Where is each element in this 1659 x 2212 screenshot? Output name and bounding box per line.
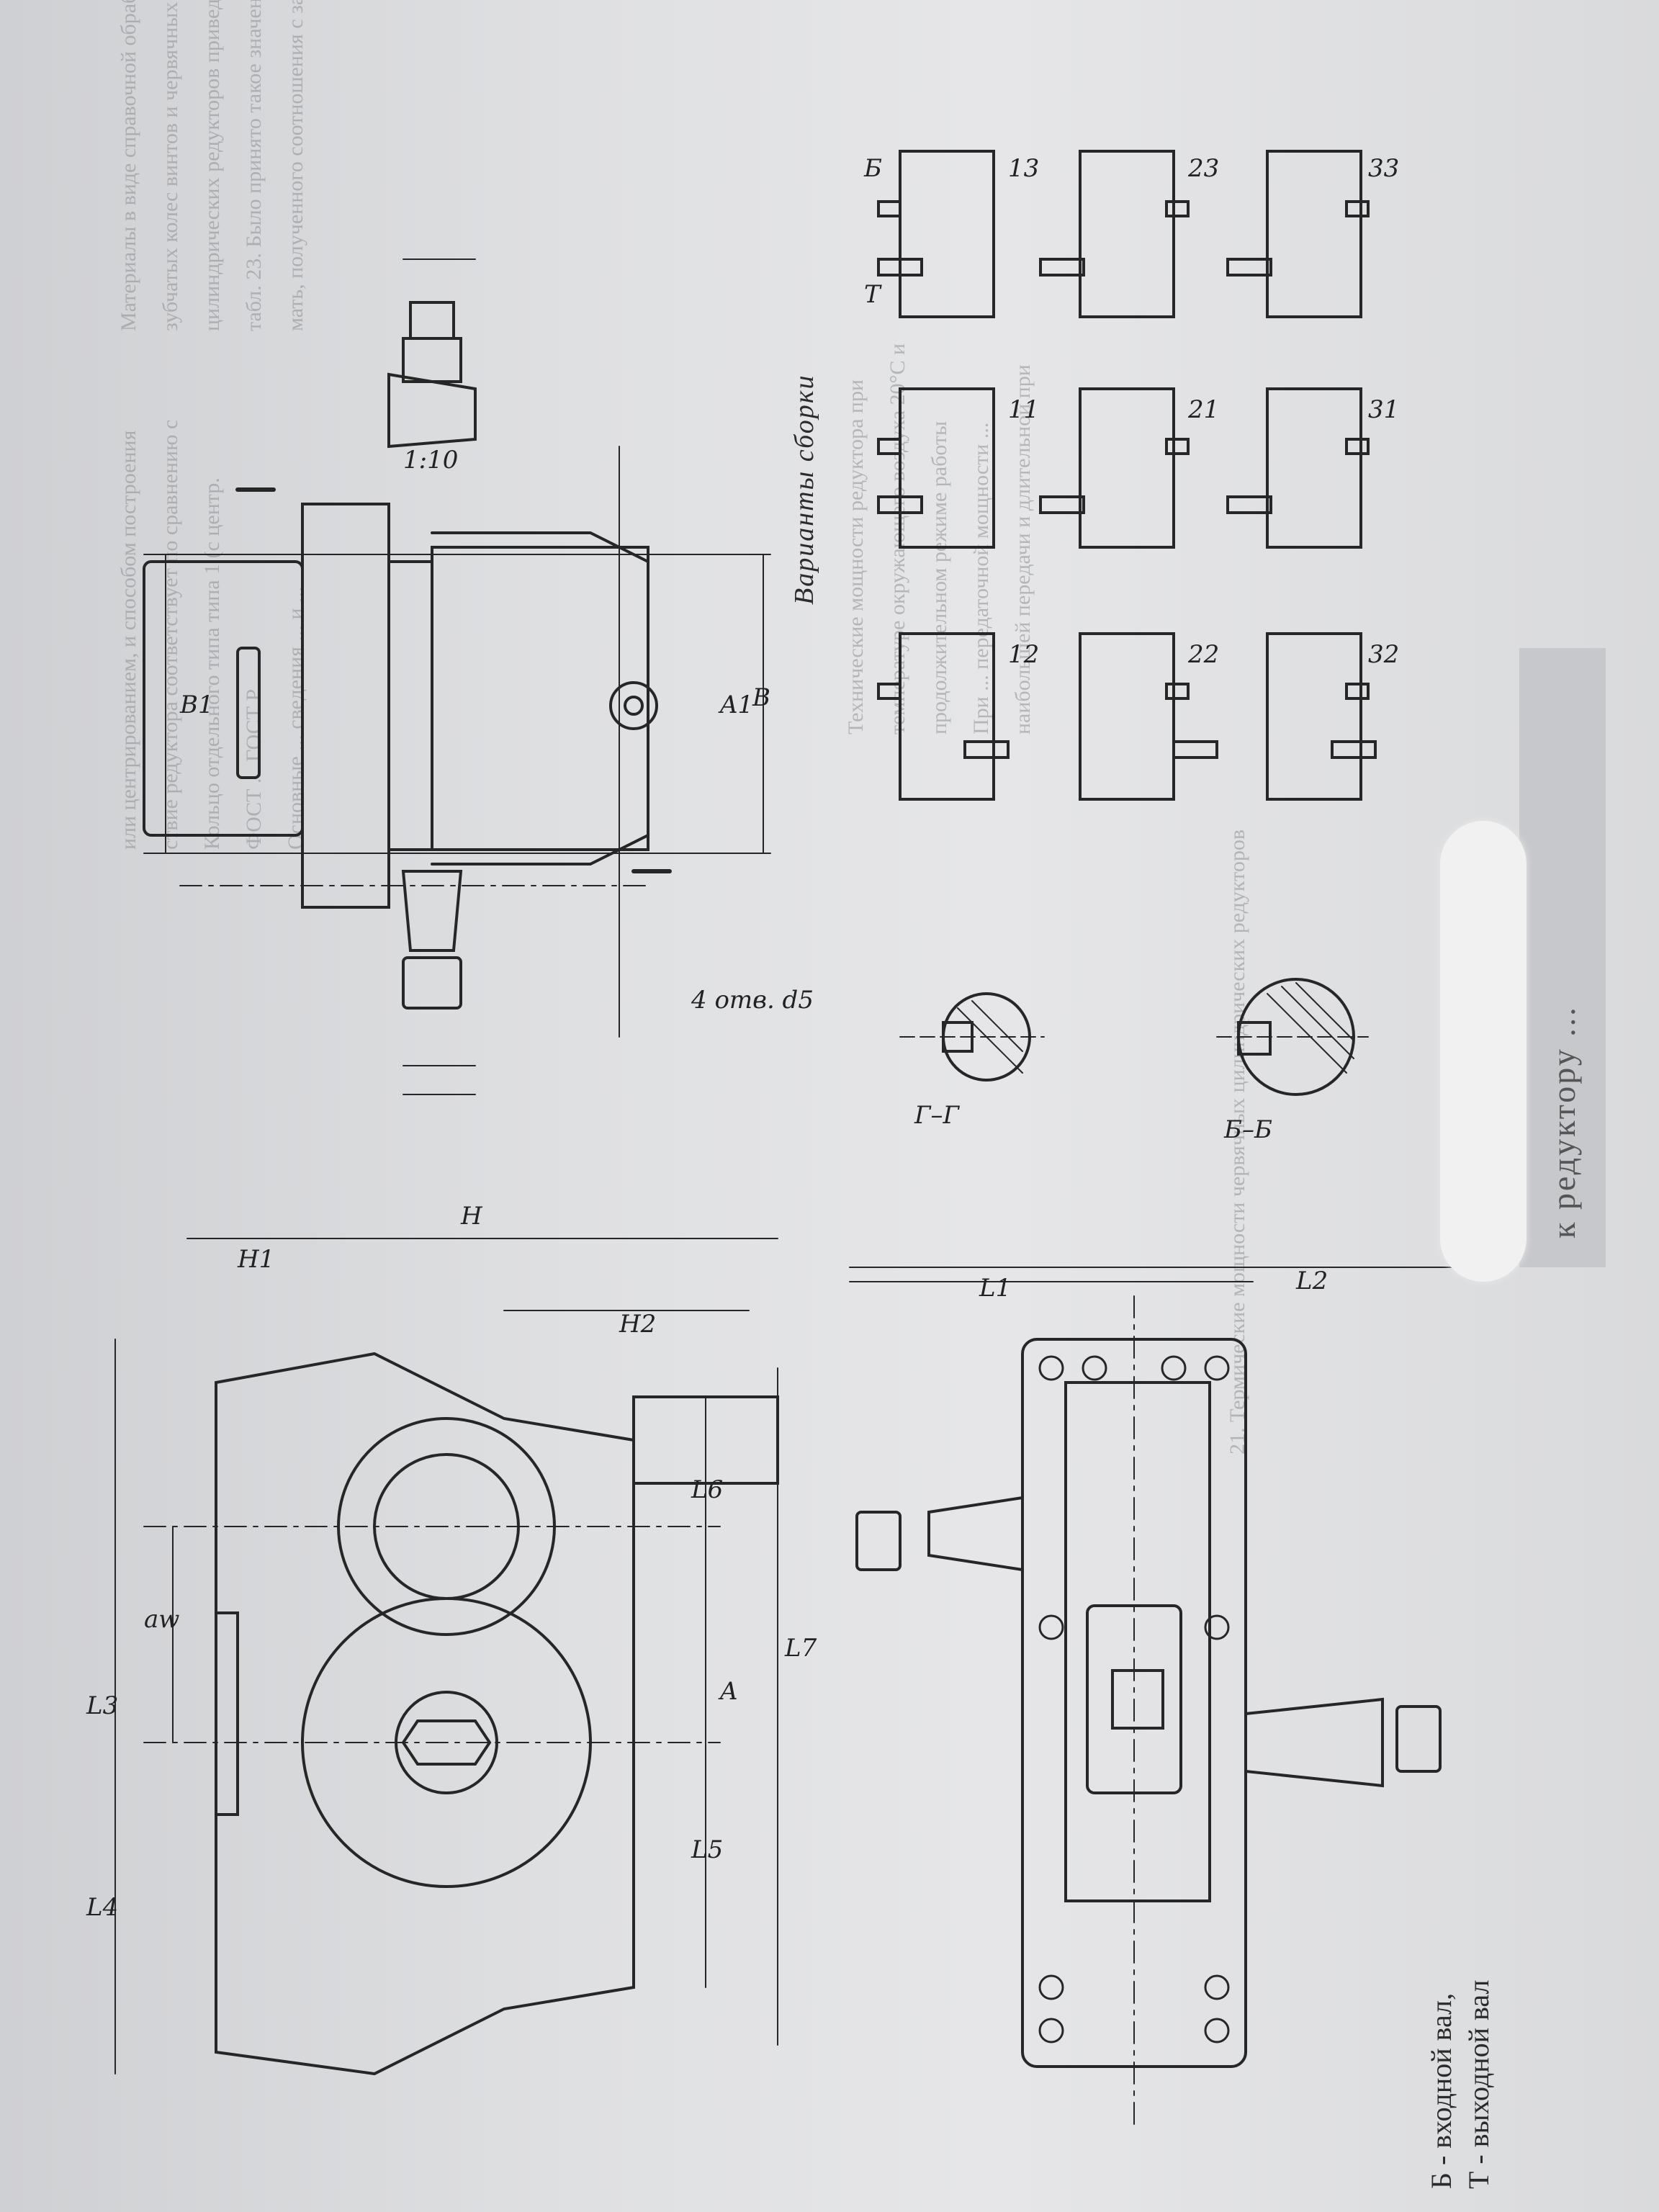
- label-section-bb: Б–Б: [1223, 1115, 1272, 1144]
- label-L6: L6: [691, 1475, 723, 1504]
- label-variant-31: 31: [1368, 395, 1399, 424]
- section-views: [899, 978, 1369, 1096]
- page-tab: [1519, 648, 1606, 1267]
- label-variant-32: 32: [1368, 640, 1399, 669]
- label-ratio: 1:10: [403, 446, 458, 475]
- assembly-variants-grid: [877, 150, 1377, 801]
- label-L7: L7: [784, 1634, 817, 1663]
- label-A1: A1: [718, 691, 753, 719]
- label-L4: L4: [86, 1893, 118, 1922]
- assembly-variants-title: Варианты сборки: [789, 374, 819, 606]
- label-variant-33: 33: [1368, 154, 1399, 183]
- dimension-labels: Б Т 13 23 33 11 21 31 12 22 32 Г–Г Б–Б L…: [86, 154, 1399, 1922]
- label-variant-13: 13: [1008, 154, 1039, 183]
- label-L1: L1: [979, 1274, 1011, 1303]
- shaft-side-view: [143, 258, 771, 1095]
- label-H1: H1: [237, 1245, 274, 1274]
- label-variant-12: 12: [1008, 640, 1039, 669]
- housing-front-view: [114, 1238, 779, 2076]
- label-holes: 4 отв. d5: [691, 986, 814, 1015]
- label-B: B: [752, 683, 770, 712]
- label-variant-23: 23: [1187, 154, 1219, 183]
- label-L3: L3: [86, 1691, 118, 1720]
- label-b-input: Б: [863, 154, 882, 183]
- label-variant-11: 11: [1008, 395, 1039, 424]
- housing-plan-view: [849, 1267, 1470, 2125]
- label-aw: aw: [144, 1605, 179, 1634]
- legend-input-shaft: Б - входной вал,: [1425, 1992, 1457, 2189]
- label-A: A: [718, 1677, 738, 1706]
- label-H: H: [460, 1202, 483, 1231]
- legend: Б - входной вал, Т - выходной вал: [1423, 1980, 1498, 2189]
- white-sticker: [1440, 821, 1527, 1282]
- label-L5: L5: [691, 1835, 723, 1864]
- legend-output-shaft: Т - выходной вал: [1462, 1979, 1495, 2189]
- label-section-gg: Г–Г: [914, 1101, 961, 1130]
- label-t-output: Т: [864, 280, 882, 309]
- label-variant-21: 21: [1187, 395, 1219, 424]
- label-B1: B1: [179, 691, 214, 719]
- tab-text: к редуктору ...: [1545, 1005, 1582, 1238]
- label-L2: L2: [1295, 1267, 1328, 1295]
- label-H2: H2: [619, 1310, 656, 1339]
- label-variant-22: 22: [1187, 640, 1219, 669]
